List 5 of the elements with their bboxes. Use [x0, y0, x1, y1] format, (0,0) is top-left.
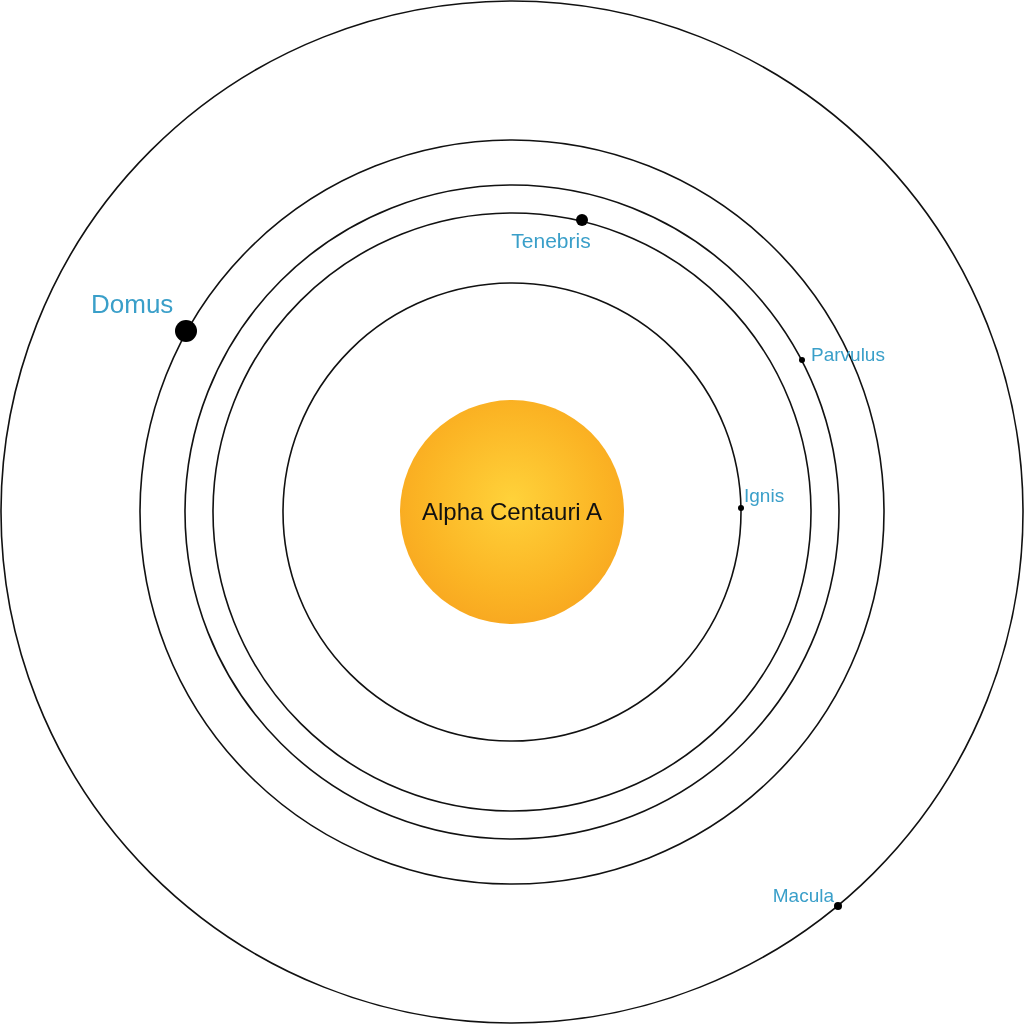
planet-label: Ignis — [744, 486, 785, 505]
planet-label: Tenebris — [511, 230, 591, 251]
planet-label: Macula — [772, 886, 834, 905]
star-label: Alpha Centauri A — [421, 498, 603, 526]
planet-label: Domus — [91, 291, 174, 317]
